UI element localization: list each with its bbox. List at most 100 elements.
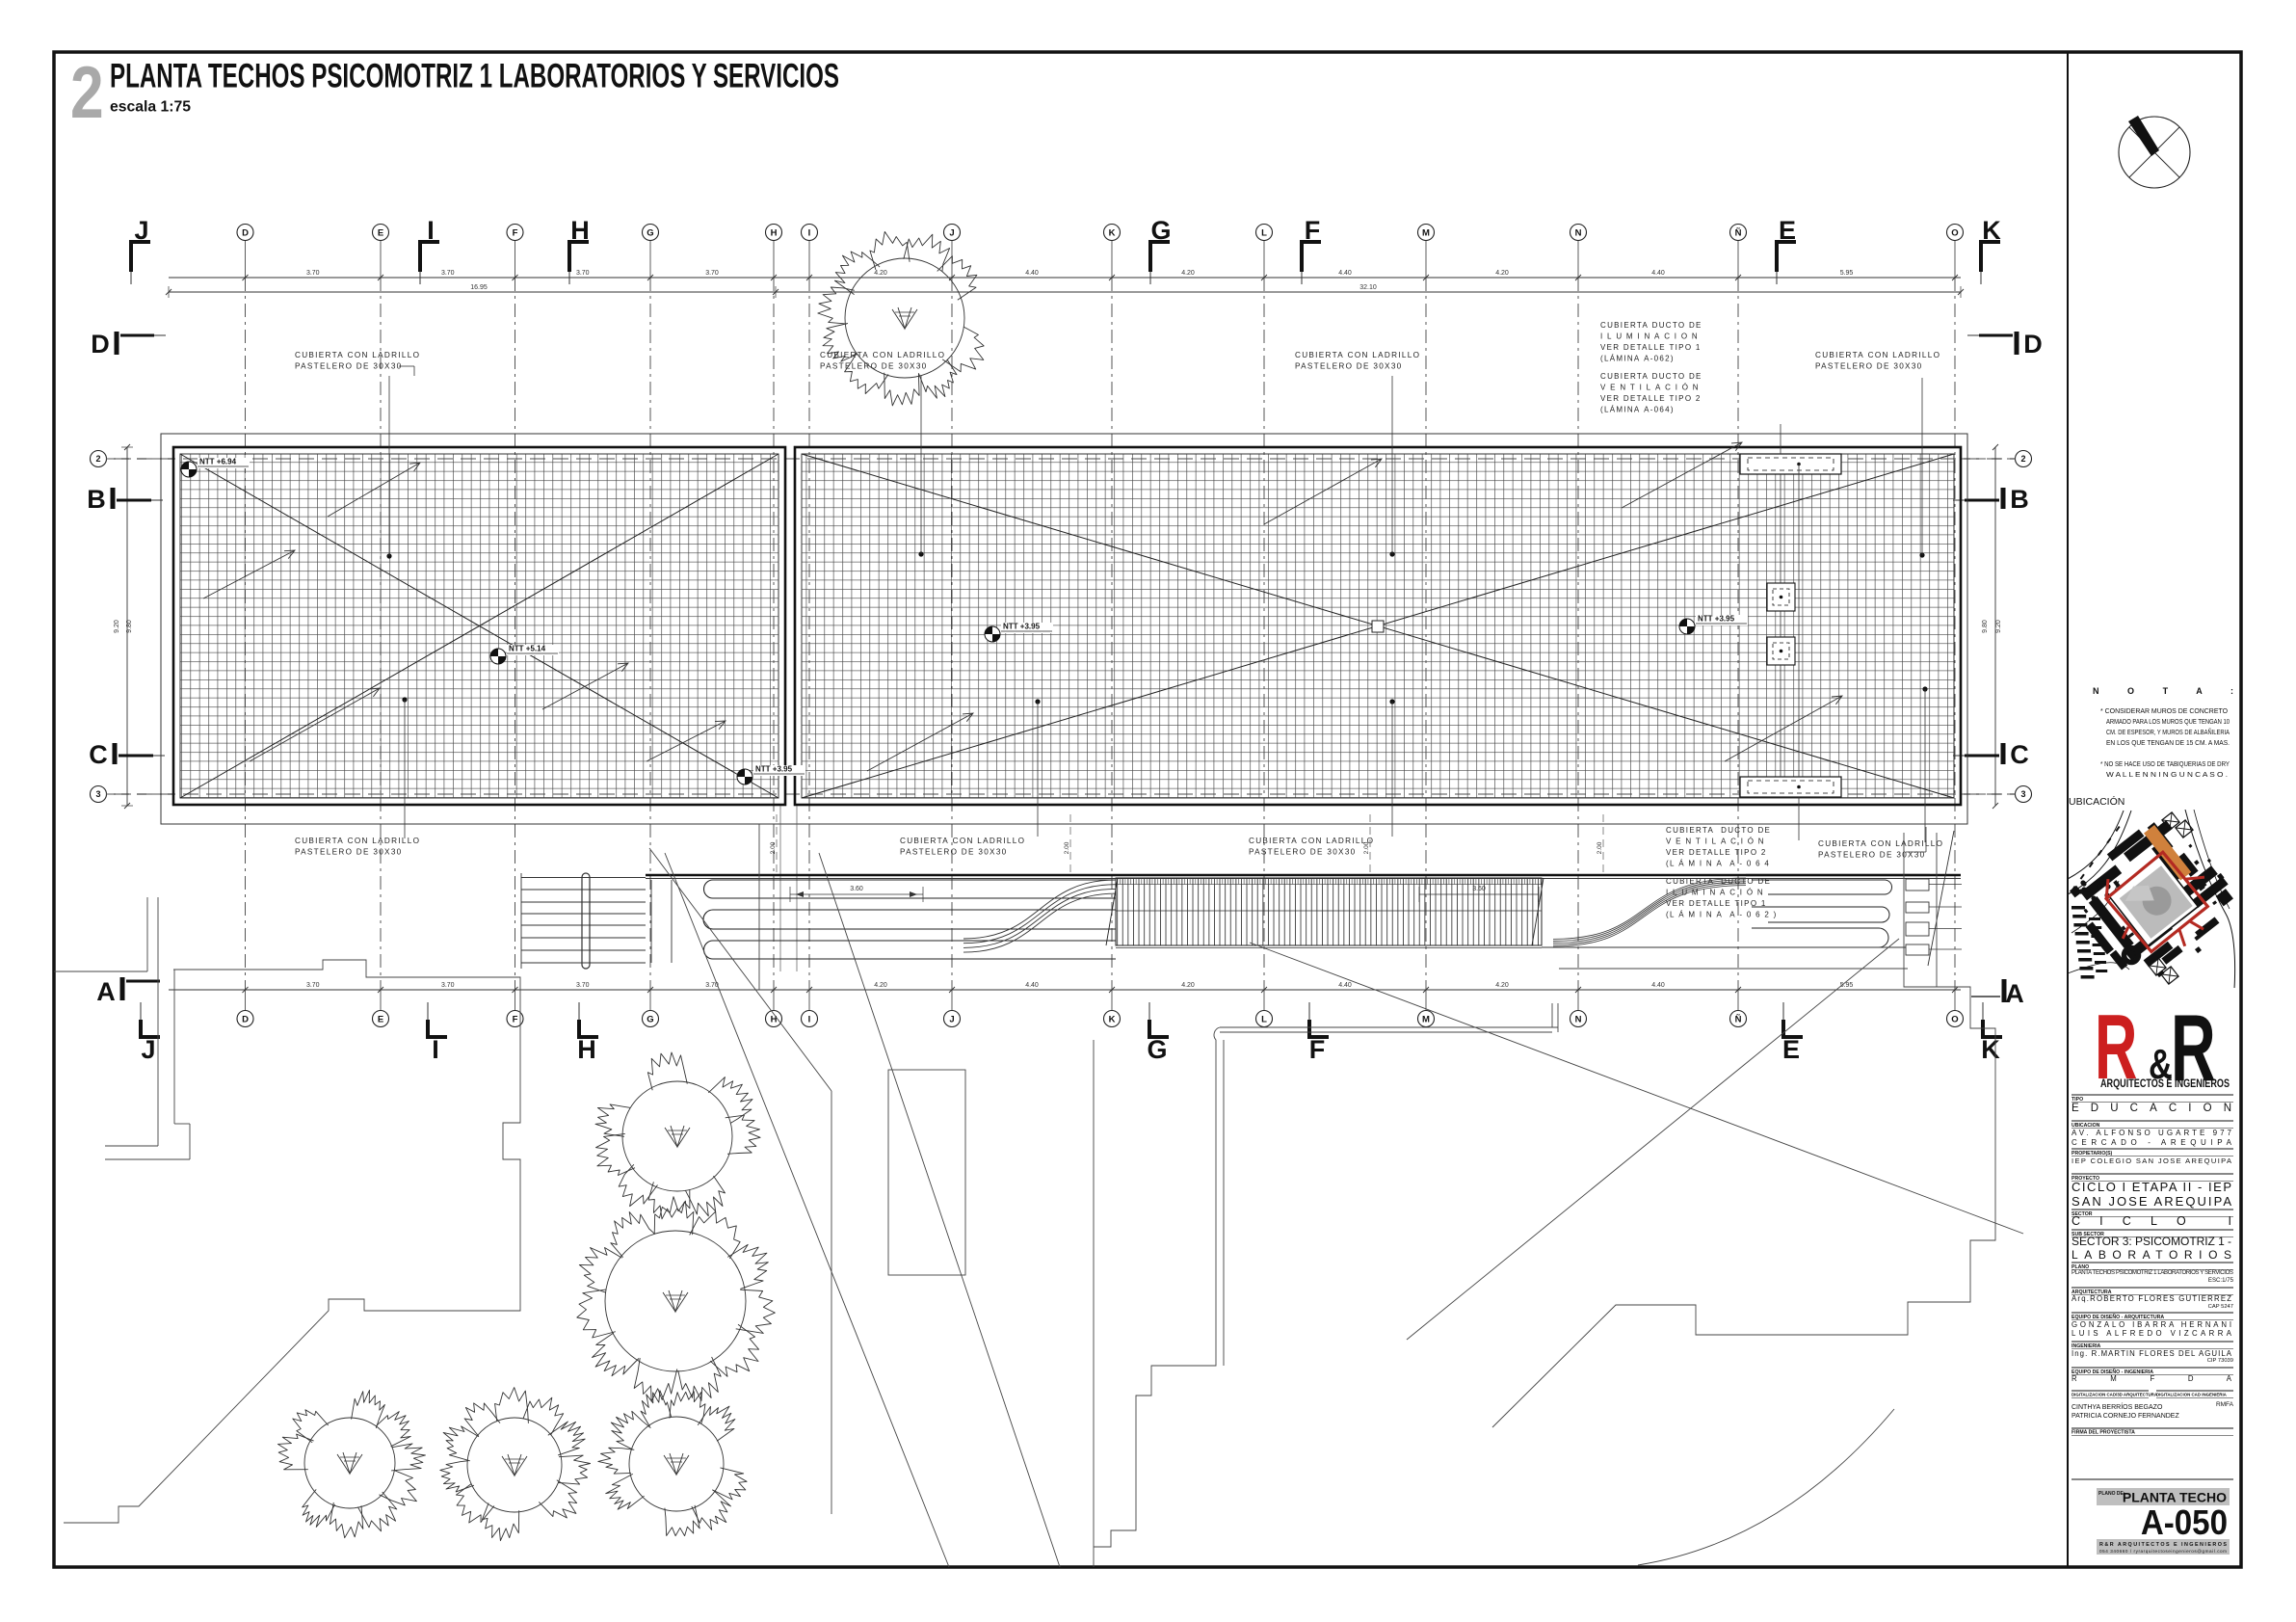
svg-text:CUBIERTA CON LADRILLO: CUBIERTA CON LADRILLO bbox=[1818, 839, 1943, 848]
svg-text:PROYECTO: PROYECTO bbox=[2072, 1176, 2099, 1182]
svg-text:AV. ALFONSO UGARTE 977: AV. ALFONSO UGARTE 977 bbox=[2072, 1129, 2232, 1137]
svg-text:CIP 73039: CIP 73039 bbox=[2207, 1358, 2233, 1364]
svg-text:3.60: 3.60 bbox=[850, 886, 863, 892]
svg-text:I: I bbox=[427, 216, 435, 245]
svg-text:2.00: 2.00 bbox=[1597, 841, 1603, 854]
svg-text:K: K bbox=[1109, 227, 1116, 238]
svg-text:I: I bbox=[808, 1014, 811, 1024]
svg-text:4.20: 4.20 bbox=[1495, 982, 1509, 989]
svg-text:PASTELERO DE 30X30: PASTELERO DE 30X30 bbox=[1815, 362, 1923, 371]
svg-text:EDUCACION: EDUCACION bbox=[2072, 1103, 2231, 1114]
svg-text:3.70: 3.70 bbox=[705, 982, 719, 989]
svg-text:FIRMA DEL PROYECTISTA: FIRMA DEL PROYECTISTA bbox=[2072, 1430, 2135, 1436]
svg-text:SECTOR 3: PSICOMOTRIZ 1 -: SECTOR 3: PSICOMOTRIZ 1 - bbox=[2072, 1235, 2231, 1248]
svg-text:(LÁMINA A-064): (LÁMINA A-064) bbox=[1600, 406, 1675, 414]
svg-text:N O T A :: N O T A : bbox=[2093, 686, 2233, 696]
svg-text:4.40: 4.40 bbox=[1338, 982, 1352, 989]
svg-text:* CONSIDERAR MUROS DE CONCRETO: * CONSIDERAR MUROS DE CONCRETO bbox=[2100, 706, 2228, 715]
svg-text:NTT +3.95: NTT +3.95 bbox=[755, 765, 793, 774]
svg-text:CINTHYA BERRÍOS BEGAZO: CINTHYA BERRÍOS BEGAZO bbox=[2072, 1402, 2163, 1411]
svg-text:2: 2 bbox=[95, 454, 100, 464]
svg-text:N: N bbox=[1575, 1014, 1582, 1024]
svg-text:4.20: 4.20 bbox=[1181, 982, 1195, 989]
svg-text:F: F bbox=[1309, 1035, 1326, 1064]
svg-text:PLANTA TECHO: PLANTA TECHO bbox=[2123, 1490, 2227, 1505]
svg-text:LABORATORIOS: LABORATORIOS bbox=[2072, 1248, 2231, 1262]
svg-text:E: E bbox=[1779, 216, 1796, 245]
svg-text:CUBIERTA CON LADRILLO: CUBIERTA CON LADRILLO bbox=[1249, 837, 1374, 845]
svg-text:Arq.ROBERTO FLORES GUTIERREZ: Arq.ROBERTO FLORES GUTIERREZ bbox=[2072, 1294, 2231, 1303]
svg-text:PASTELERO DE 30X30: PASTELERO DE 30X30 bbox=[1295, 362, 1403, 371]
svg-text:B: B bbox=[87, 485, 106, 514]
svg-text:CICLO I: CICLO I bbox=[2072, 1214, 2231, 1228]
svg-text:CUBIERTA CON LADRILLO: CUBIERTA CON LADRILLO bbox=[1295, 351, 1420, 359]
svg-text:CAP 5247: CAP 5247 bbox=[2208, 1304, 2233, 1310]
svg-text:4.40: 4.40 bbox=[1651, 982, 1665, 989]
svg-text:32.10: 32.10 bbox=[1359, 284, 1377, 291]
svg-text:VER DETALLE TIPO 1: VER DETALLE TIPO 1 bbox=[1666, 899, 1767, 908]
svg-text:5.95: 5.95 bbox=[1840, 982, 1854, 989]
svg-text:2.00: 2.00 bbox=[1064, 841, 1070, 854]
svg-text:DIGITALIZACION CAD INGENIERIA: DIGITALIZACION CAD INGENIERIA bbox=[2156, 1393, 2228, 1397]
svg-text:A-050: A-050 bbox=[2141, 1504, 2228, 1543]
svg-text:PATRICIA CORNEJO FERNANDEZ: PATRICIA CORNEJO FERNANDEZ bbox=[2072, 1413, 2179, 1420]
svg-text:R: R bbox=[2171, 995, 2216, 1101]
svg-text:I L U M I N A C I O N: I L U M I N A C I O N bbox=[1600, 332, 1699, 341]
svg-text:3.70: 3.70 bbox=[306, 982, 320, 989]
svg-text:PASTELERO DE 30X30: PASTELERO DE 30X30 bbox=[295, 848, 403, 857]
svg-text:Ing. R.MARTIN FLORES DEL AGUIL: Ing. R.MARTIN FLORES DEL AGUILA bbox=[2072, 1349, 2232, 1358]
svg-text:PROPIETARIO(S): PROPIETARIO(S) bbox=[2072, 1151, 2113, 1157]
svg-text:SECTOR: SECTOR bbox=[2072, 1211, 2093, 1217]
svg-text:* NO SE HACE USO DE TABIQUERIA: * NO SE HACE USO DE TABIQUERIAS DE DRY bbox=[2100, 759, 2230, 768]
svg-text:9.20: 9.20 bbox=[1995, 620, 2002, 633]
svg-text:4.40: 4.40 bbox=[1338, 270, 1352, 277]
svg-text:UBICACIÓN: UBICACIÓN bbox=[2069, 795, 2124, 808]
svg-text:H: H bbox=[577, 1035, 596, 1064]
svg-text:PASTELERO DE 30X30: PASTELERO DE 30X30 bbox=[900, 848, 1008, 857]
svg-text:B: B bbox=[2010, 485, 2029, 514]
svg-text:C: C bbox=[89, 740, 108, 769]
svg-text:VER DETALLE TIPO 1: VER DETALLE TIPO 1 bbox=[1600, 343, 1702, 352]
svg-text:LUIS ALFREDO VIZCARRA: LUIS ALFREDO VIZCARRA bbox=[2072, 1329, 2232, 1338]
svg-text:H: H bbox=[570, 216, 590, 245]
svg-text:PLANO: PLANO bbox=[2072, 1264, 2089, 1270]
svg-text:VER DETALLE TIPO 2: VER DETALLE TIPO 2 bbox=[1600, 394, 1702, 403]
svg-text:3: 3 bbox=[2020, 789, 2025, 799]
svg-text:CICLO I ETAPA II - IEP: CICLO I ETAPA II - IEP bbox=[2072, 1180, 2231, 1194]
svg-text:CERCADO - AREQUIPA: CERCADO - AREQUIPA bbox=[2072, 1138, 2232, 1147]
svg-text:CUBIERTA DUCTO DE: CUBIERTA DUCTO DE bbox=[1600, 321, 1702, 330]
svg-text:UBICACION: UBICACION bbox=[2072, 1123, 2100, 1129]
svg-text:CUBIERTA CON LADRILLO: CUBIERTA CON LADRILLO bbox=[1815, 351, 1940, 359]
svg-text:Ñ: Ñ bbox=[1735, 227, 1742, 238]
svg-text:4.20: 4.20 bbox=[1495, 270, 1509, 277]
svg-text:ARQUITECTURA: ARQUITECTURA bbox=[2072, 1290, 2112, 1295]
svg-text:J: J bbox=[949, 1014, 954, 1024]
svg-text:3: 3 bbox=[95, 789, 100, 799]
svg-text:2: 2 bbox=[70, 51, 104, 133]
svg-text:GONZALO IBARRA HERNANI: GONZALO IBARRA HERNANI bbox=[2072, 1320, 2231, 1329]
svg-text:ARMADO PARA LOS MUROS QUE TENG: ARMADO PARA LOS MUROS QUE TENGAN 10 bbox=[2106, 717, 2230, 726]
svg-text:H: H bbox=[771, 227, 778, 238]
svg-text:4.40: 4.40 bbox=[1651, 270, 1665, 277]
svg-text:NTT +6.94: NTT +6.94 bbox=[199, 458, 237, 466]
svg-text:CM. DE ESPESOR, Y MUROS DE ALB: CM. DE ESPESOR, Y MUROS DE ALBAÑILERIA bbox=[2106, 728, 2230, 736]
svg-text:E: E bbox=[378, 1014, 383, 1024]
svg-text:L: L bbox=[1261, 227, 1267, 238]
svg-text:R M F D A: R M F D A bbox=[2072, 1374, 2232, 1383]
svg-text:PASTELERO DE 30X30: PASTELERO DE 30X30 bbox=[1249, 848, 1357, 857]
svg-text:2: 2 bbox=[2020, 454, 2025, 464]
svg-text:054 340660 / ryrarquitectosein: 054 340660 / ryrarquitectoseingenieros@g… bbox=[2099, 1549, 2227, 1554]
svg-text:E: E bbox=[1782, 1035, 1800, 1064]
svg-text:PLANO DE:: PLANO DE: bbox=[2098, 1491, 2125, 1497]
svg-text:G: G bbox=[1147, 1035, 1167, 1064]
svg-text:PASTELERO DE 30X30: PASTELERO DE 30X30 bbox=[820, 362, 928, 371]
svg-text:W A L L E N N I N G U N C A: W A L L E N N I N G U N C A S O . bbox=[2106, 770, 2228, 779]
svg-text:(L Á M I N A A - 0 6 2 ): (L Á M I N A A - 0 6 2 ) bbox=[1666, 911, 1778, 919]
svg-text:G: G bbox=[647, 1014, 653, 1024]
svg-text:4.20: 4.20 bbox=[874, 270, 887, 277]
svg-text:CUBIERTA DUCTO DE: CUBIERTA DUCTO DE bbox=[1666, 826, 1771, 835]
svg-text:M: M bbox=[1422, 1014, 1430, 1024]
svg-text:DIGITALIZACION CAD/3D ARQUITEC: DIGITALIZACION CAD/3D ARQUITECTURA bbox=[2072, 1393, 2158, 1397]
svg-text:SAN JOSE AREQUIPA: SAN JOSE AREQUIPA bbox=[2072, 1194, 2231, 1209]
svg-text:O: O bbox=[1951, 1014, 1958, 1024]
